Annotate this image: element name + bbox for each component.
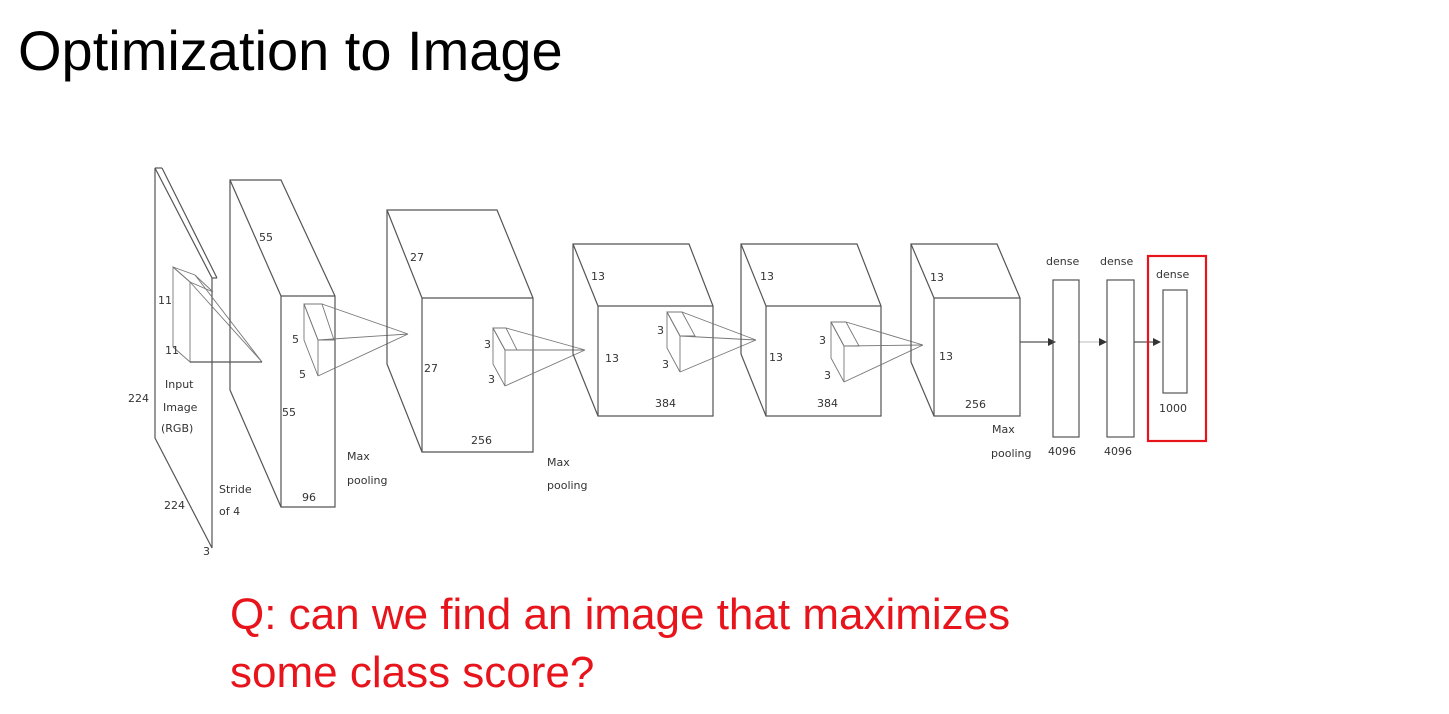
- conv4-layer: 13 13 3 3 384: [740, 243, 924, 417]
- pool2-label-line1: Max: [547, 456, 570, 469]
- conv2-kernel-label-b: 3: [488, 373, 495, 386]
- conv5-layer: 13 13 256 Max pooling: [910, 243, 1032, 460]
- conv2-top-label: 27: [410, 251, 424, 264]
- input-image-layer: 11 11 224 Input Image (RGB) 224 3 Stride…: [128, 167, 263, 558]
- conv3-kernel-label-b: 3: [662, 358, 669, 371]
- pool1-label-line1: Max: [347, 450, 370, 463]
- conv4-side-label: 13: [769, 351, 783, 364]
- input-label-line2: Image: [163, 401, 198, 414]
- dense-arrows: [1020, 338, 1161, 346]
- dense2-layer: dense 4096: [1100, 255, 1135, 458]
- dense1-size-label: 4096: [1048, 445, 1076, 458]
- dense1-layer: dense 4096: [1046, 255, 1080, 458]
- conv5-side-label: 13: [939, 350, 953, 363]
- conv2-kernel-label-a: 3: [484, 338, 491, 351]
- dense2-label: dense: [1100, 255, 1133, 268]
- question-line-2: some class score?: [230, 648, 595, 697]
- conv4-kernel-label-b: 3: [824, 369, 831, 382]
- conv3-kernel-label-a: 3: [657, 324, 664, 337]
- conv1-depth-label: 96: [302, 491, 316, 504]
- conv1-side-label: 55: [282, 406, 296, 419]
- question-text: Q: can we find an image that maximizes s…: [230, 586, 1010, 702]
- input-label-line1: Input: [165, 378, 194, 391]
- slide-title: Optimization to Image: [18, 19, 563, 82]
- conv3-top-label: 13: [591, 270, 605, 283]
- conv4-depth-label: 384: [817, 397, 838, 410]
- input-height-label: 224: [128, 392, 149, 405]
- conv5-top-label: 13: [930, 271, 944, 284]
- pool1-label-line2: pooling: [347, 474, 388, 487]
- input-width-label: 224: [164, 499, 185, 512]
- dense3-layer: dense 1000: [1146, 254, 1208, 443]
- conv1-top-label: 55: [259, 231, 273, 244]
- arrow-head-icon: [1153, 338, 1161, 346]
- pool3-label-line2: pooling: [991, 447, 1032, 460]
- conv3-depth-label: 384: [655, 397, 676, 410]
- conv4-top-label: 13: [760, 270, 774, 283]
- conv2-depth-label: 256: [471, 434, 492, 447]
- pool3-label-line1: Max: [992, 423, 1015, 436]
- arrow-head-icon: [1048, 338, 1056, 346]
- conv3-side-label: 13: [605, 352, 619, 365]
- question-line-1: Q: can we find an image that maximizes: [230, 590, 1011, 639]
- conv1-kernel-label-b: 5: [299, 368, 306, 381]
- stride-label-line2: of 4: [219, 505, 240, 518]
- conv3-layer: 13 13 3 3 384: [572, 243, 757, 417]
- pool2-label-line2: pooling: [547, 479, 588, 492]
- input-depth-label: 3: [203, 545, 210, 558]
- conv1-layer: 55 5 5 55 96 Max pooling: [229, 179, 409, 508]
- input-kernel-side-label: 11: [165, 344, 179, 357]
- conv4-kernel-label-a: 3: [819, 334, 826, 347]
- stride-label-line1: Stride: [219, 483, 252, 496]
- input-label-line3: (RGB): [161, 422, 193, 435]
- arrow-head-icon: [1099, 338, 1107, 346]
- dense3-size-label: 1000: [1159, 402, 1187, 415]
- dense1-label: dense: [1046, 255, 1079, 268]
- dense2-size-label: 4096: [1104, 445, 1132, 458]
- dense3-label: dense: [1156, 268, 1189, 281]
- conv2-side-label: 27: [424, 362, 438, 375]
- conv1-kernel-label-a: 5: [292, 333, 299, 346]
- conv2-layer: 27 27 3 3 256 Max pooling: [386, 209, 588, 492]
- input-kernel-top-label: 11: [158, 294, 172, 307]
- conv5-depth-label: 256: [965, 398, 986, 411]
- class-score-highlight-box: [1146, 254, 1208, 443]
